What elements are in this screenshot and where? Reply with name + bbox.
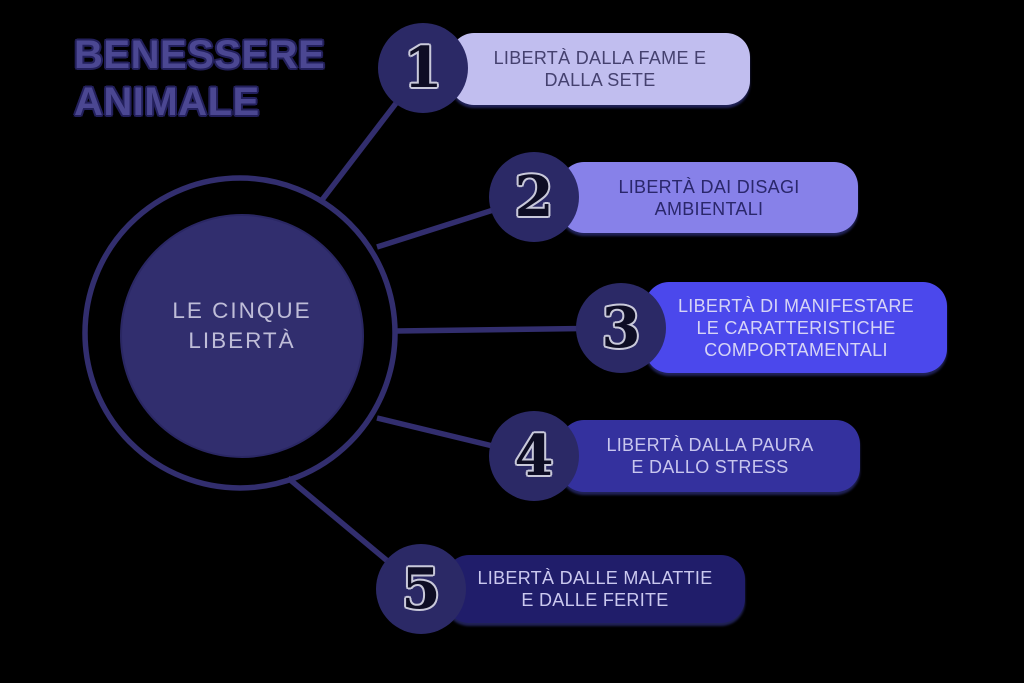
center-label: LE CINQUE LIBERTÀ [172,298,312,353]
page-title-line-1: BENESSERE [74,33,326,77]
freedom-label-5-line-1: LIBERTÀ DALLE MALATTIE [477,568,713,588]
number-badge-2: 2 [489,152,579,242]
freedom-pill-2: LIBERTÀ DAI DISAGI AMBIENTALI [560,162,858,233]
freedom-pill-4: LIBERTÀ DALLA PAURA E DALLO STRESS [560,420,860,492]
freedom-label-3-line-1: LIBERTÀ DI MANIFESTARE [678,295,914,316]
freedom-label-5-line-2: E DALLE FERITE [521,590,669,610]
freedom-label-2-line-2: AMBIENTALI [654,198,764,219]
freedom-label-3-line-2: LE CARATTERISTICHE [696,317,896,338]
freedom-label-3-line-3: COMPORTAMENTALI [704,339,888,360]
freedom-label-4-line-2: E DALLO STRESS [631,457,789,477]
freedom-pill-1: LIBERTÀ DALLA FAME E DALLA SETE [450,33,750,105]
page-title-line-2: ANIMALE [74,80,260,124]
freedom-label-2-line-1: LIBERTÀ DAI DISAGI [618,176,800,197]
freedom-pill-5: LIBERTÀ DALLE MALATTIE E DALLE FERITE [445,555,745,623]
freedom-label-1-line-1: LIBERTÀ DALLA FAME E [493,48,707,68]
number-badge-1: 1 [378,23,468,113]
number-badge-5: 5 [376,544,466,634]
outer-ring [82,175,398,491]
freedom-label-1-line-2: DALLA SETE [544,70,656,90]
freedom-pill-3: LIBERTÀ DI MANIFESTARE LE CARATTERISTICH… [645,282,947,373]
freedom-label-4-line-1: LIBERTÀ DALLA PAURA [606,435,814,455]
center-circle [120,214,364,458]
page-title: BENESSERE ANIMALE [74,32,325,126]
number-badge-3: 3 [576,283,666,373]
number-badge-4: 4 [489,411,579,501]
